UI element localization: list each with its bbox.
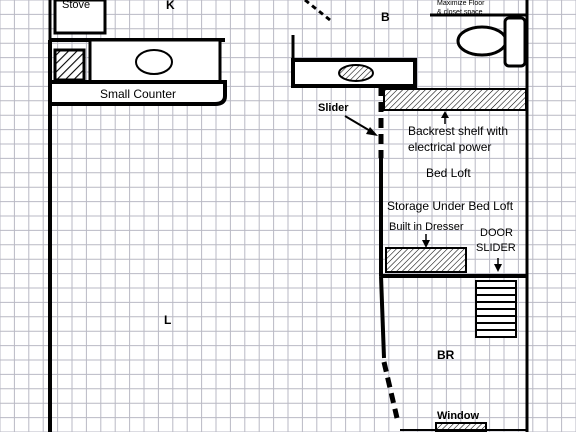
label-living: L [164,313,171,327]
toilet-bowl [456,25,508,57]
small-counter [50,80,227,106]
label-window: Window [437,410,479,422]
label-kitchen: K [166,0,175,12]
stove [53,0,107,35]
slider-arrow-head [366,127,378,136]
label-door-slider-1: DOOR [480,227,513,239]
kitchen-sink [135,49,173,75]
label-backrest-2: electrical power [408,140,491,154]
label-bed-loft: Bed Loft [426,166,471,180]
window [435,422,487,432]
label-backrest-1: Backrest shelf with [408,124,508,138]
bathroom-vanity-wall [291,35,415,62]
bedroom-left-wall [379,275,386,359]
label-small-counter: Small Counter [100,87,176,101]
label-storage-under-loft: Storage Under Bed Loft [387,199,514,213]
backrest-arrow-head [441,111,449,118]
label-door-slider-2: SLIDER [476,242,516,254]
label-bathroom: B [381,10,390,24]
bathroom-sink [338,64,374,82]
kitchen-door-dashed [304,0,331,22]
built-in-dresser [385,247,467,273]
label-built-in-dresser: Built in Dresser [389,221,464,233]
stairs [475,280,517,338]
label-bedroom: BR [437,348,455,362]
label-maximize-floor-2: & closet space [437,9,483,16]
slider-arrow-line [344,115,373,133]
kitchen-appliance-hatched [53,48,86,82]
label-maximize-floor-1: Maximize Floor [437,0,485,7]
label-slider: Slider [318,102,349,114]
bedroom-door-dashed [381,361,400,419]
toilet-tank [503,16,527,68]
label-stove: Stove [62,0,90,11]
backrest-shelf [383,88,527,111]
door-slider-arrow-head [494,264,502,272]
dresser-arrow-head [422,240,430,248]
